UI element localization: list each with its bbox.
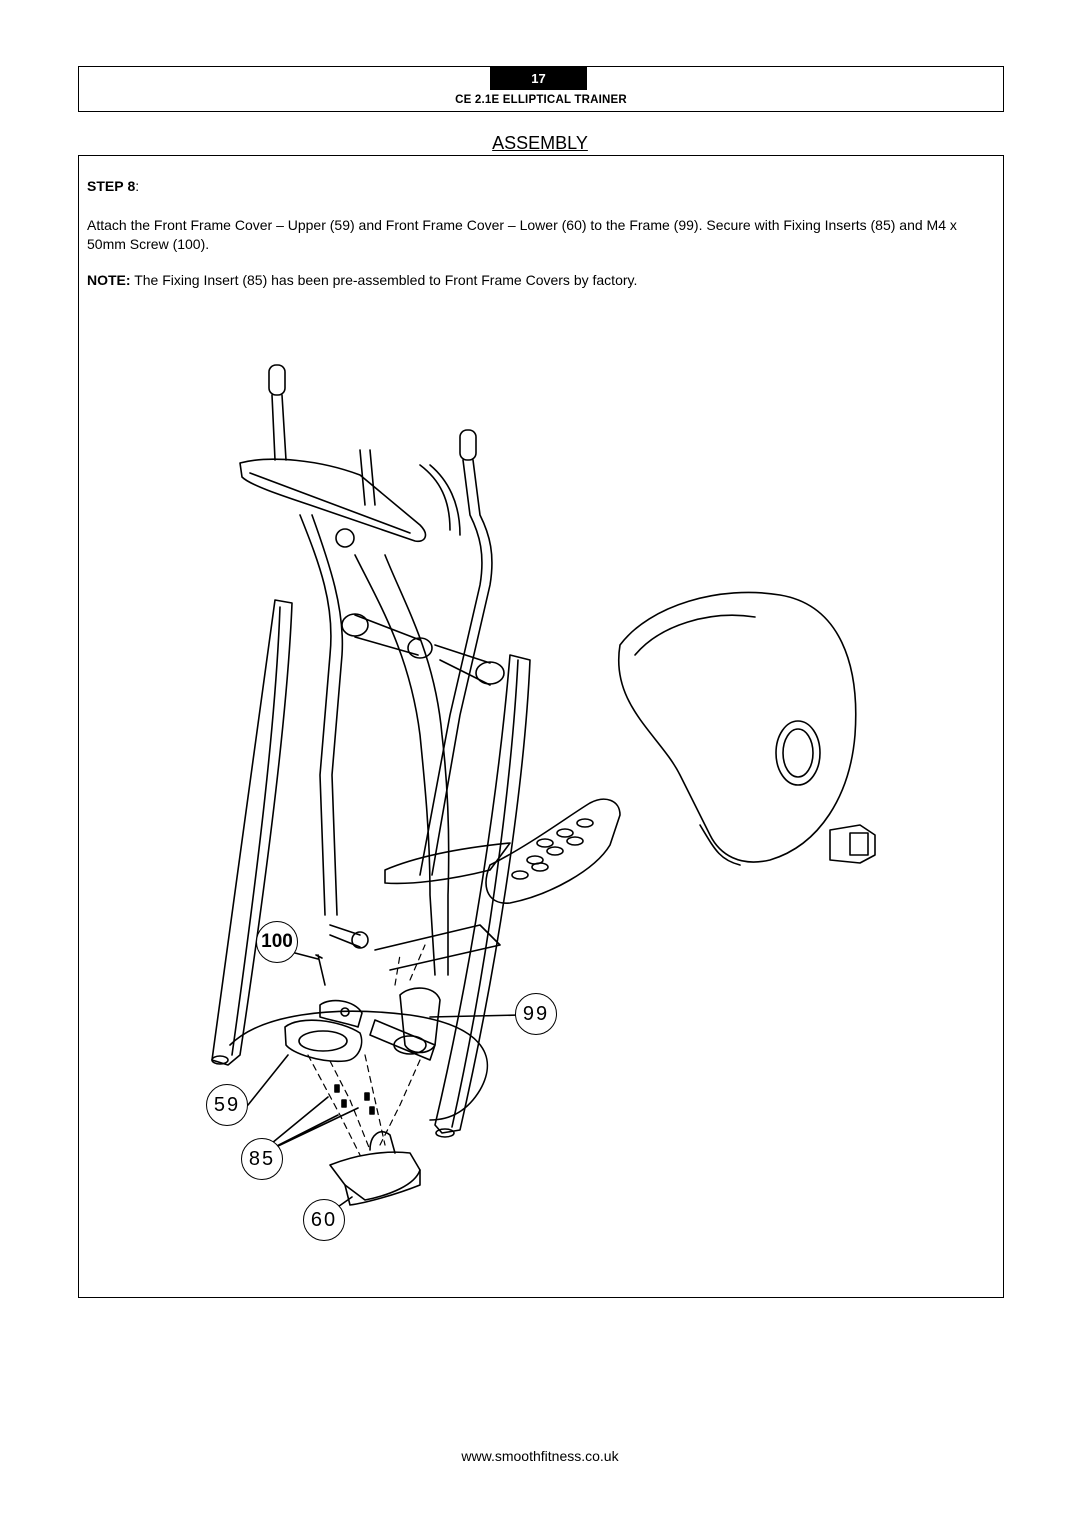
footer-url[interactable]: www.smoothfitness.co.uk — [461, 1448, 619, 1464]
pedal — [485, 798, 621, 904]
front-cover-upper — [284, 999, 363, 1063]
manual-title: CE 2.1E ELLIPTICAL TRAINER — [455, 94, 627, 106]
base-rail — [229, 1010, 489, 1121]
step-heading: STEP 8: — [87, 178, 139, 194]
callout-85: 85 — [241, 1138, 283, 1180]
assembly-diagram — [211, 364, 876, 1224]
frame-mast — [341, 554, 505, 976]
leader-100 — [294, 952, 319, 960]
callout-100: 100 — [256, 921, 298, 963]
handlebar-left — [268, 364, 344, 916]
step-suffix: : — [135, 178, 140, 194]
fixing-inserts — [307, 944, 426, 1156]
step-instructions: Attach the Front Frame Cover – Upper (59… — [87, 217, 957, 252]
step-label: STEP — [87, 178, 124, 194]
lower-arm-right — [434, 654, 531, 1138]
leader-99 — [429, 1014, 521, 1018]
flywheel-housing — [617, 591, 857, 866]
note-text: The Fixing Insert (85) has been pre-asse… — [130, 272, 638, 288]
screw-100 — [315, 954, 326, 986]
frame-tube-99 — [369, 987, 441, 1061]
rear-stabilizer — [829, 824, 876, 864]
note-label: NOTE: — [87, 272, 131, 288]
leader-59 — [247, 1054, 289, 1106]
callout-60: 60 — [303, 1199, 345, 1241]
console-stem — [359, 449, 461, 536]
page-number: 17 — [490, 66, 587, 90]
lower-arm-left — [211, 599, 293, 1066]
callout-99: 99 — [515, 993, 557, 1035]
step-number: 8 — [127, 178, 136, 194]
front-cover-lower — [329, 1131, 421, 1206]
step-note: NOTE: The Fixing Insert (85) has been pr… — [87, 272, 967, 288]
insert-pegs — [334, 1084, 375, 1115]
lower-crossbar — [329, 924, 501, 971]
callout-59: 59 — [206, 1084, 248, 1126]
console — [239, 458, 427, 548]
pedal-rear — [384, 842, 511, 885]
handlebar-right — [419, 429, 493, 876]
section-title: ASSEMBLY — [492, 133, 588, 153]
content-box — [78, 155, 1004, 1298]
